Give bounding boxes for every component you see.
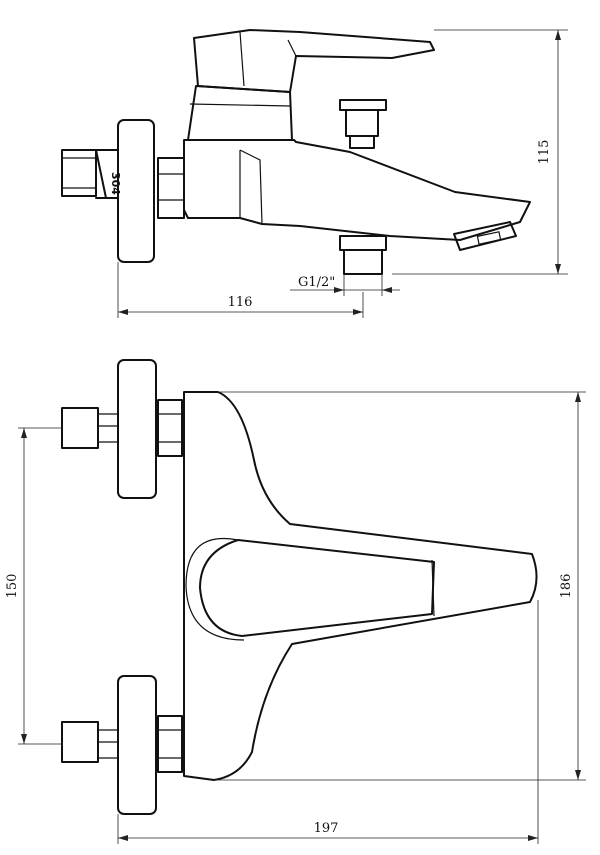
depth-dimension-label: 116 — [228, 295, 253, 310]
side-cartridge — [187, 85, 293, 141]
part-mark-label: 304 — [109, 172, 122, 195]
side-body — [183, 139, 531, 241]
side-wall-flange — [117, 119, 155, 263]
centers-dimension-label: 150 — [5, 574, 20, 599]
dimension-depth: 116 — [117, 262, 364, 318]
top-lever — [199, 539, 435, 637]
width-dimension-label: 197 — [314, 821, 339, 836]
upper-hex-nut — [157, 399, 183, 457]
side-lever — [193, 29, 435, 93]
lower-wall-flange — [117, 675, 157, 815]
top-body — [183, 391, 538, 781]
dimension-height-top: 186 — [214, 391, 586, 781]
height-186-label: 186 — [559, 574, 574, 599]
top-view: 150 186 197 — [5, 359, 586, 844]
eccentric-connector — [95, 149, 119, 199]
dimension-height-side: 115 — [392, 29, 568, 275]
dimension-centers: 150 — [5, 427, 62, 745]
side-inlet-fitting — [61, 149, 97, 197]
side-aerator — [453, 221, 517, 251]
upper-inlet-fitting — [61, 407, 99, 449]
dimension-width: 197 — [117, 600, 539, 844]
thread-label: G1/2" — [298, 275, 335, 290]
lower-inlet-fitting — [61, 721, 99, 763]
dimension-thread: G1/2" — [290, 274, 400, 296]
upper-wall-flange — [117, 359, 157, 499]
lower-hex-nut — [157, 715, 183, 773]
side-view: 304 115 G1/2" 116 — [61, 29, 568, 318]
height-dimension-label: 115 — [537, 140, 552, 165]
side-hex-nut — [157, 157, 185, 219]
bottom-outlet — [339, 235, 387, 275]
diverter-knob — [339, 99, 387, 149]
